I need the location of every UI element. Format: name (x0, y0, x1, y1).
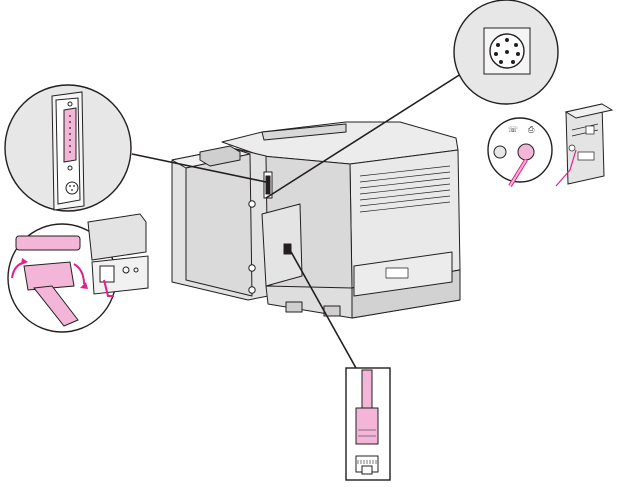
parallel-cable-connection (8, 214, 148, 332)
network-port-callout (346, 368, 390, 480)
printer-rear-view (172, 122, 460, 318)
svg-text:☏: ☏ (508, 125, 518, 134)
parallel-port-callout (5, 85, 131, 211)
rj45-connector-icon (356, 408, 378, 444)
svg-text:⎙: ⎙ (528, 125, 535, 134)
mac-port-icon (518, 144, 534, 160)
macintosh-connection: ☏ ⎙ (488, 104, 612, 186)
serial-port-callout (454, 0, 558, 104)
